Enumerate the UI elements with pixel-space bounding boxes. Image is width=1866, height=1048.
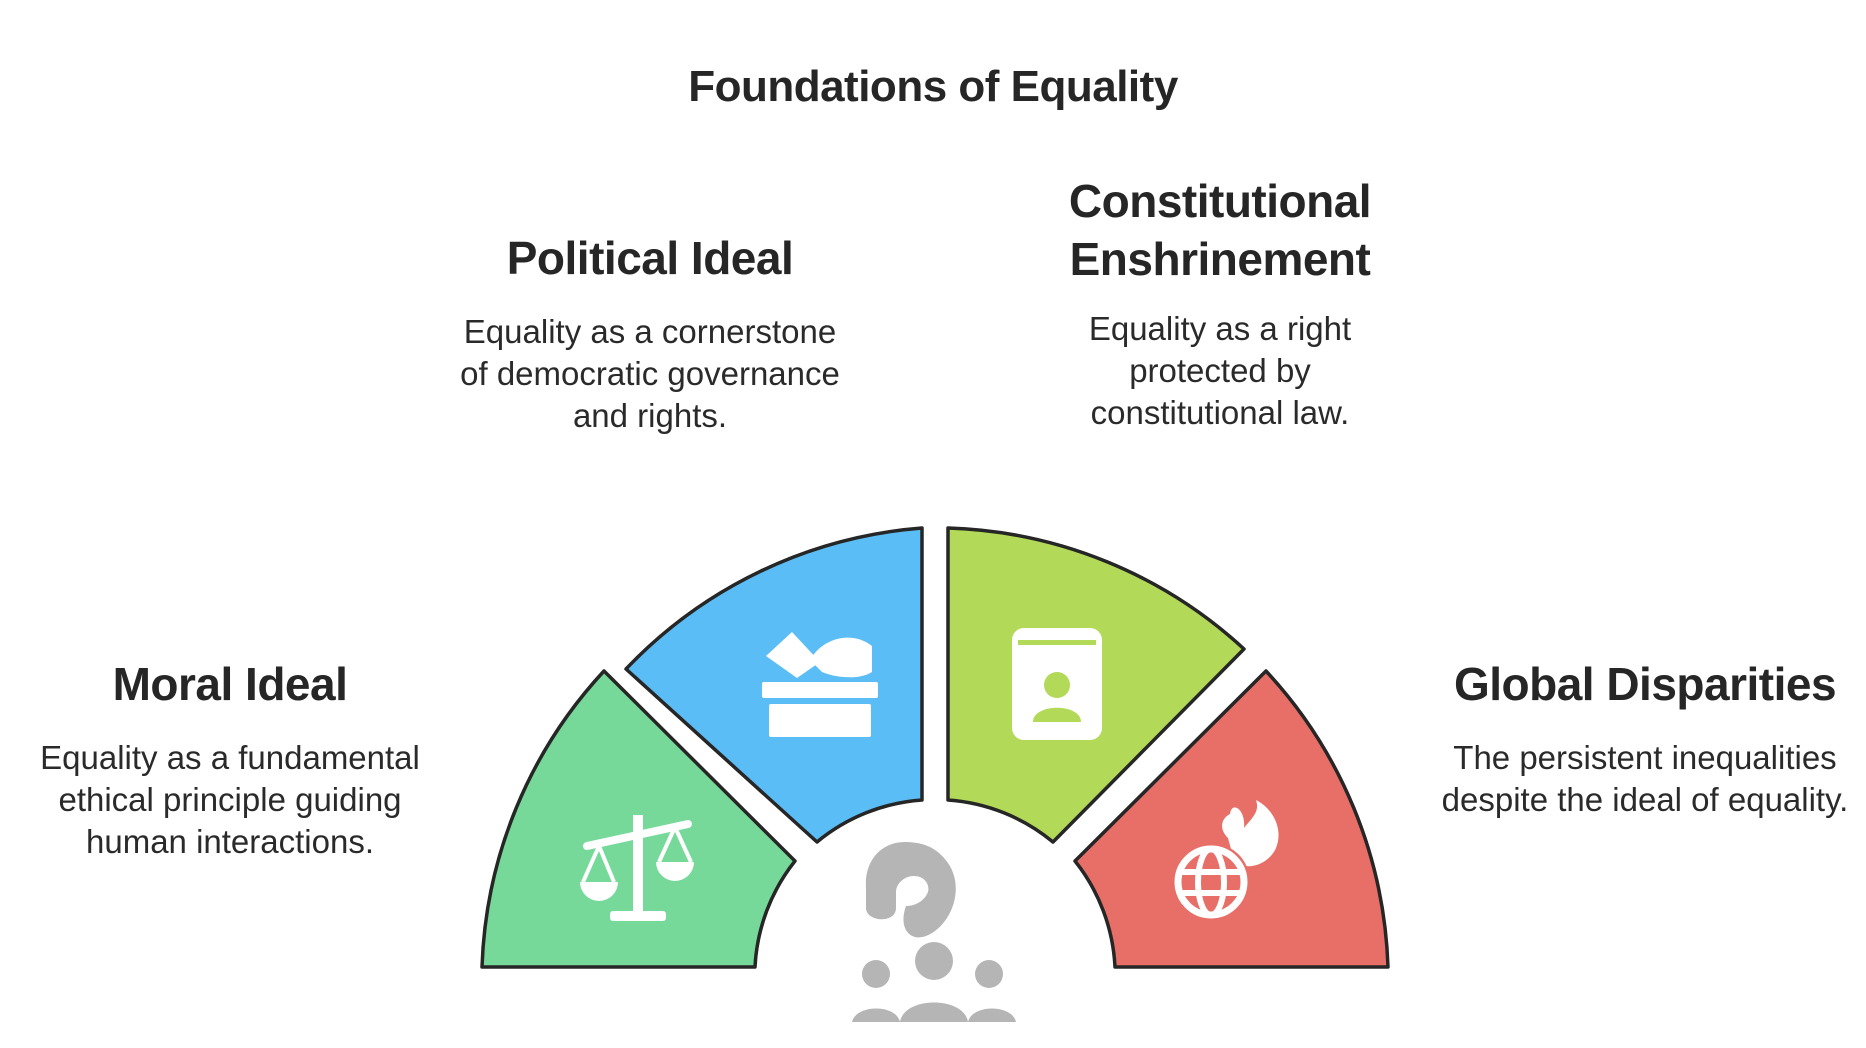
global-disparities-description: The persistent inequalities despite the …	[1441, 739, 1849, 818]
constitution-book-icon	[1012, 628, 1102, 740]
constitutional-enshrinement-heading: Constitutional Enshrinement	[1068, 175, 1372, 285]
constitutional-enshrinement-description: Equality as a right protected by constit…	[1088, 310, 1352, 431]
political-ideal-description: Equality as a cornerstone of democratic …	[460, 313, 840, 434]
political-ideal-block: Political Ideal Equality as a cornerston…	[450, 229, 850, 437]
political-ideal-heading: Political Ideal	[506, 232, 794, 284]
global-disparities-heading: Global Disparities	[1453, 658, 1837, 710]
scales-icon	[580, 815, 694, 921]
global-disparities-block: Global Disparities The persistent inequa…	[1440, 655, 1850, 821]
burning-globe-icon	[1172, 800, 1279, 921]
moral-ideal-heading: Moral Ideal	[112, 658, 348, 710]
moral-ideal-description: Equality as a fundamental ethical princi…	[40, 739, 420, 860]
constitutional-enshrinement-block: Constitutional Enshrinement Equality as …	[1045, 172, 1395, 434]
people-question-icon	[852, 842, 1016, 1022]
diagram-title: Foundations of Equality	[688, 62, 1178, 111]
ballot-box-icon	[762, 632, 878, 737]
moral-ideal-block: Moral Ideal Equality as a fundamental et…	[20, 655, 440, 863]
